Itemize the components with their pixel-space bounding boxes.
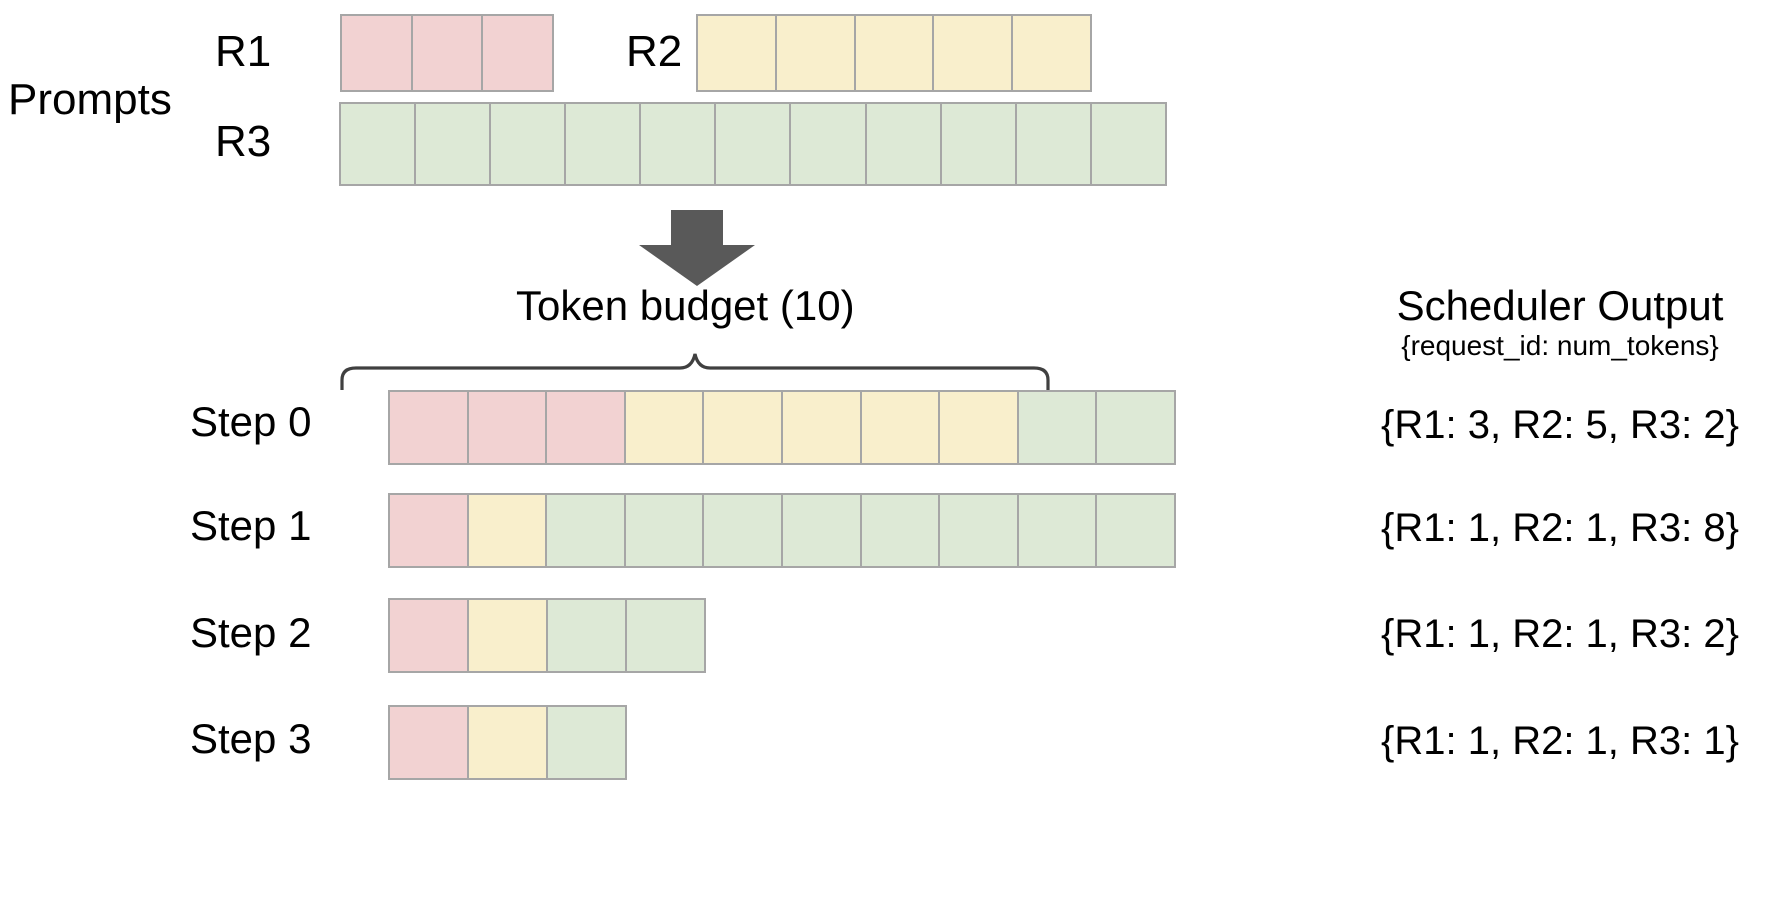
token-cell — [938, 493, 1019, 568]
step-strip-0 — [388, 390, 1194, 465]
scheduler-output-heading: Scheduler Output — [1396, 282, 1724, 329]
step-label-3: Step 3 — [190, 715, 312, 762]
token-cell — [1016, 390, 1098, 465]
token-cell — [714, 102, 792, 186]
token-cell — [702, 493, 783, 568]
step-strip-3 — [388, 705, 631, 780]
token-cell — [702, 390, 783, 465]
token-cell — [853, 14, 935, 92]
token-cell — [1095, 390, 1176, 465]
token-cell — [639, 102, 717, 186]
token-cell — [466, 390, 548, 465]
prompt-row-label-r3: R3 — [215, 117, 272, 166]
token-cell — [780, 493, 862, 568]
token-cell — [546, 598, 627, 673]
token-cell — [1095, 493, 1176, 568]
step-strip-1 — [388, 493, 1194, 568]
down-arrow-icon — [636, 210, 758, 288]
token-cell — [864, 102, 942, 186]
token-cell — [410, 14, 484, 92]
step-label-0: Step 0 — [190, 398, 312, 445]
step-output-2: {R1: 1, R2: 1, R3: 2} — [1381, 612, 1739, 656]
step-strip-2 — [388, 598, 712, 673]
token-cell — [789, 102, 867, 186]
token-cell — [1014, 102, 1092, 186]
token-cell — [388, 598, 469, 673]
token-cell — [467, 598, 548, 673]
token-cell — [564, 102, 642, 186]
token-cell — [388, 390, 469, 465]
prompts-section-label: Prompts — [8, 75, 172, 124]
token-cell — [489, 102, 567, 186]
token-cell — [774, 14, 856, 92]
token-cell — [414, 102, 492, 186]
token-cell — [545, 705, 627, 780]
token-cell — [939, 102, 1017, 186]
prompt-strip-r3 — [339, 102, 1187, 186]
token-cell — [938, 390, 1019, 465]
token-cell — [932, 14, 1014, 92]
token-cell — [466, 705, 548, 780]
token-cell — [339, 102, 417, 186]
token-cell — [1016, 493, 1098, 568]
token-cell — [340, 14, 413, 92]
token-cell — [1089, 102, 1167, 186]
token-cell — [545, 390, 626, 465]
scheduler-output-subheading: {request_id: num_tokens} — [1401, 330, 1719, 361]
token-cell — [623, 493, 705, 568]
step-output-1: {R1: 1, R2: 1, R3: 8} — [1381, 506, 1739, 550]
token-cell — [625, 598, 706, 673]
token-cell — [388, 493, 469, 568]
prompt-row-label-r1: R1 — [215, 27, 272, 76]
token-cell — [388, 705, 469, 780]
token-cell — [696, 14, 777, 92]
token-cell — [780, 390, 862, 465]
token-budget-caption: Token budget (10) — [516, 282, 855, 329]
step-label-1: Step 1 — [190, 502, 312, 549]
token-cell — [1011, 14, 1092, 92]
token-cell — [859, 390, 941, 465]
prompt-row-label-r2: R2 — [626, 27, 683, 76]
step-output-3: {R1: 1, R2: 1, R3: 1} — [1381, 719, 1739, 763]
token-cell — [623, 390, 705, 465]
token-cell — [545, 493, 626, 568]
step-label-2: Step 2 — [190, 609, 312, 656]
curly-brace-icon — [339, 350, 1051, 392]
token-cell — [859, 493, 941, 568]
token-cell — [466, 493, 548, 568]
prompt-strip-r1 — [340, 14, 558, 92]
token-cell — [481, 14, 554, 92]
prompt-strip-r2 — [696, 14, 1100, 92]
step-output-0: {R1: 3, R2: 5, R3: 2} — [1381, 403, 1739, 447]
